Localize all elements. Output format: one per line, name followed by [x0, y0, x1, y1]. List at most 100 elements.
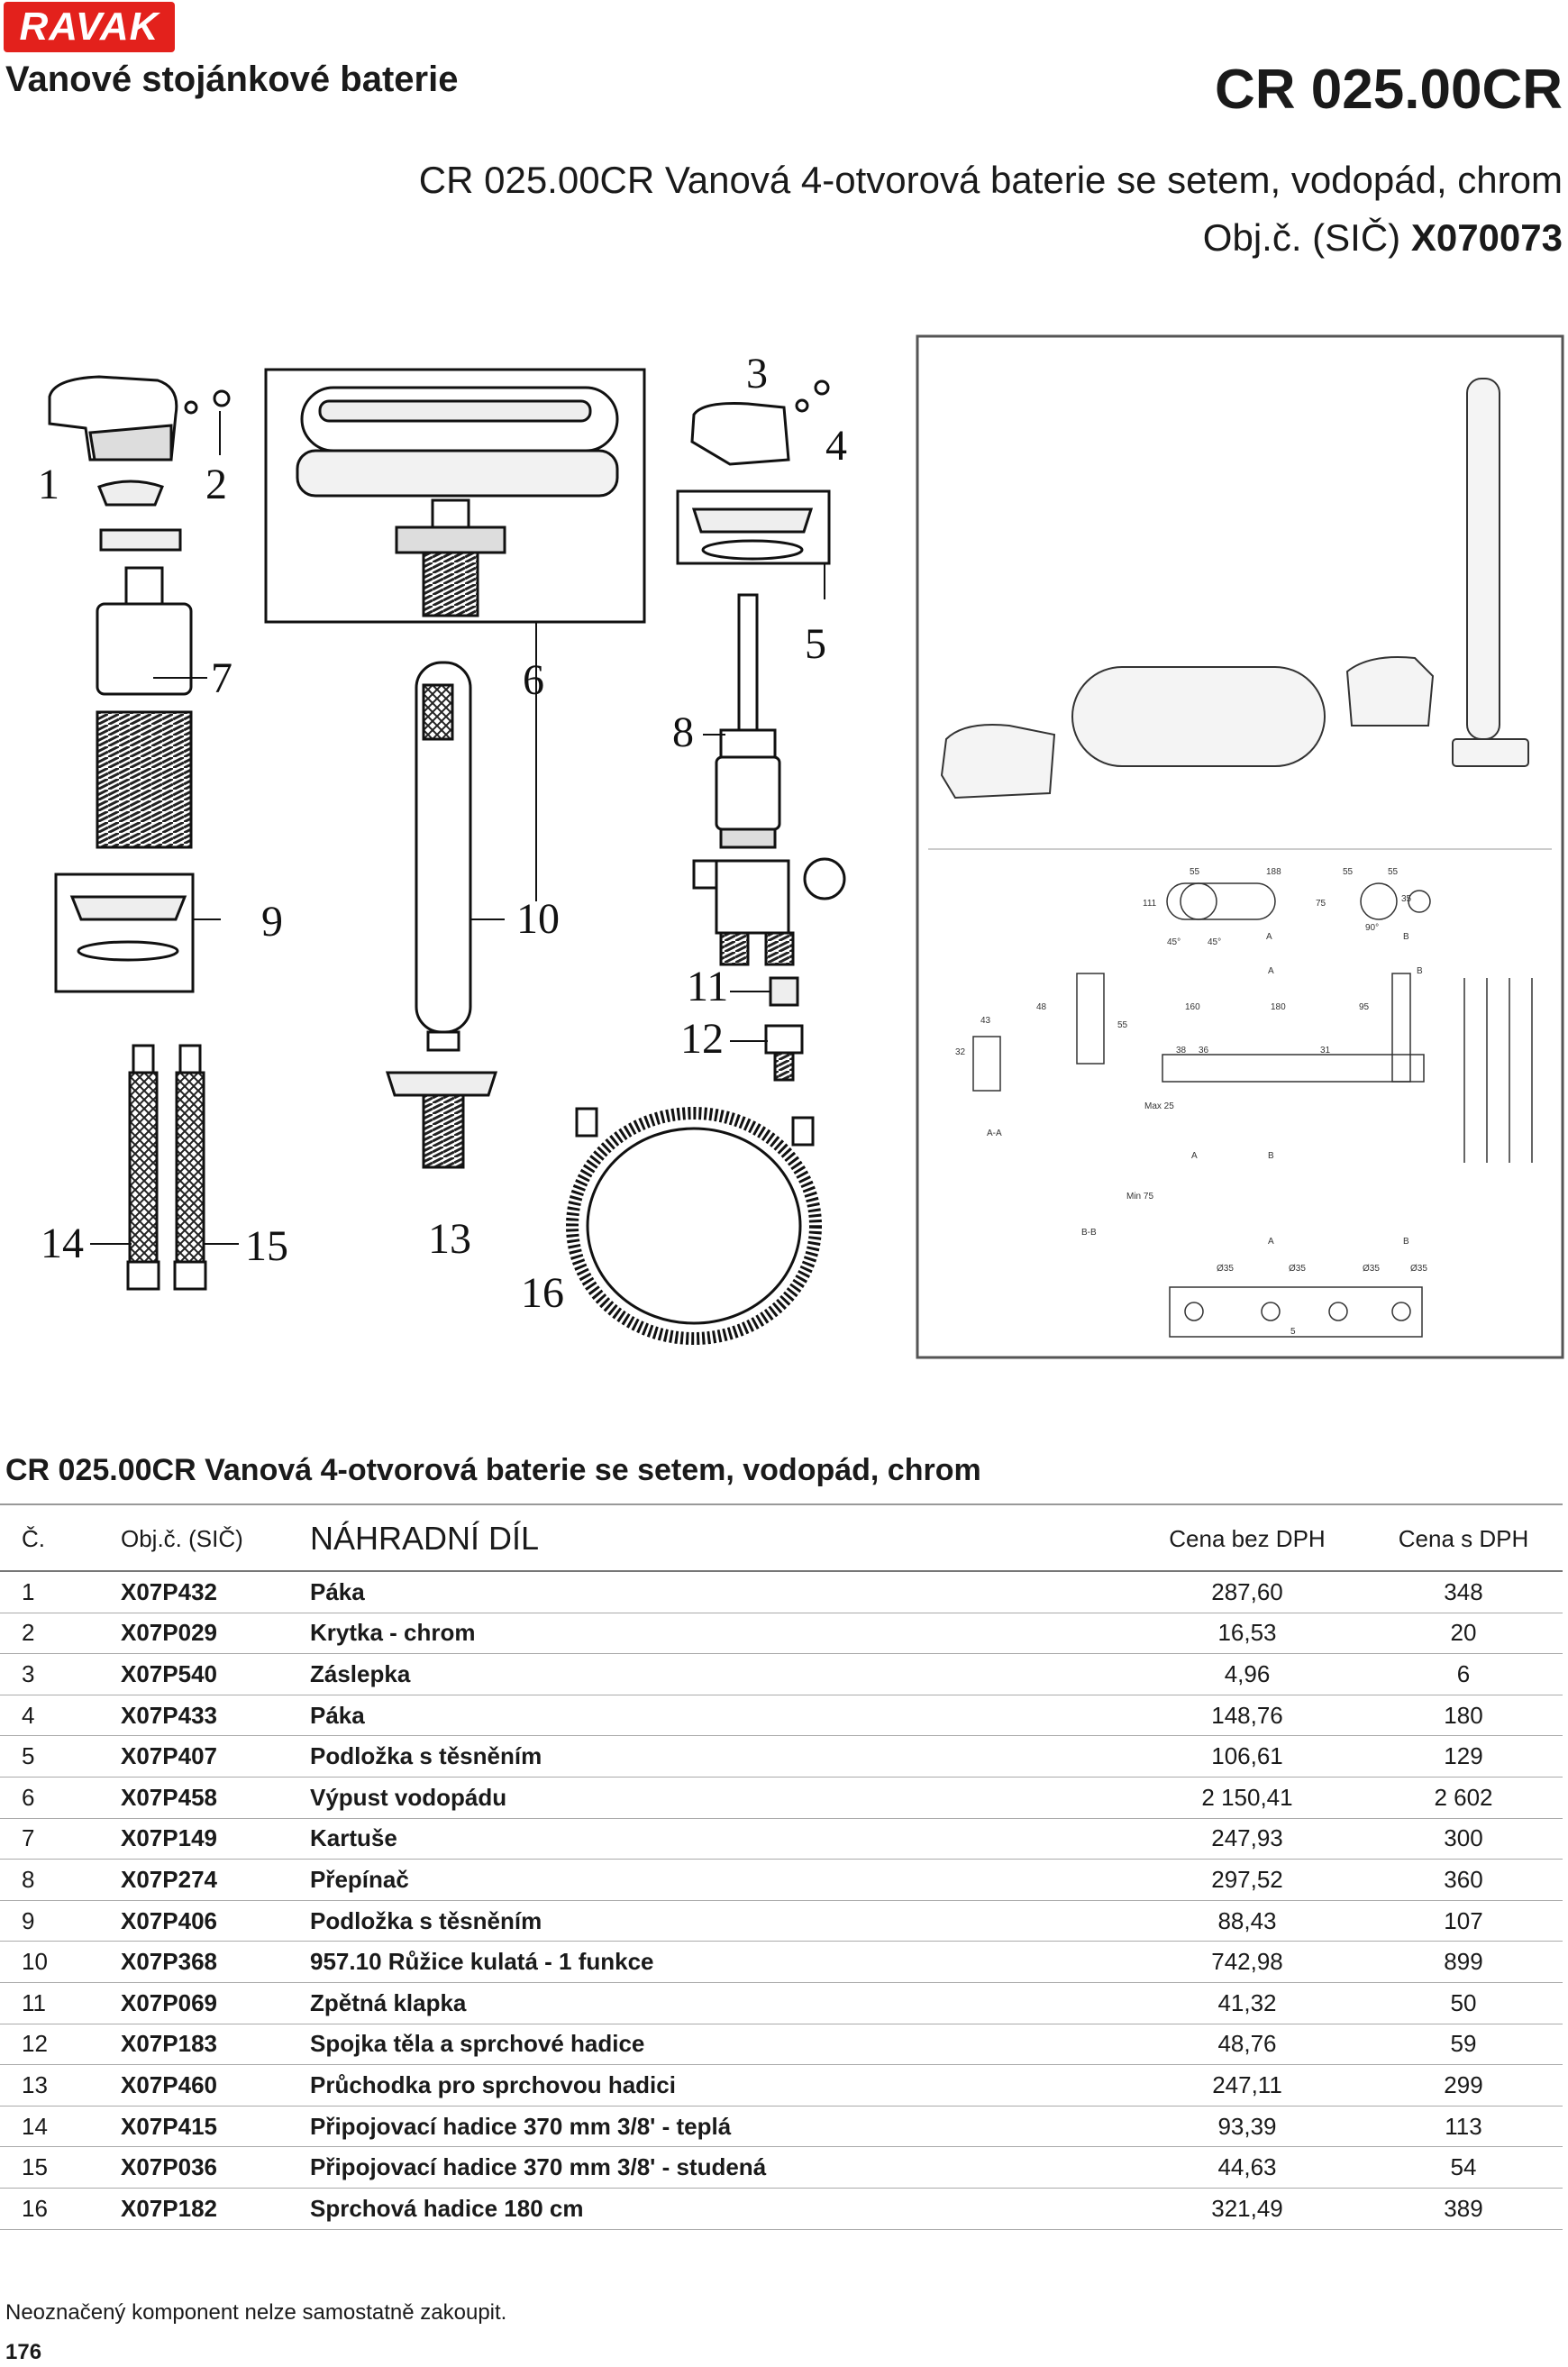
svg-text:A: A	[1268, 1237, 1274, 1247]
cell-part-name: Sprchová hadice 180 cm	[310, 2188, 1130, 2230]
cell-price-gross: 348	[1364, 1571, 1563, 1613]
svg-text:B: B	[1417, 966, 1423, 976]
svg-text:45°: 45°	[1167, 937, 1181, 947]
cell-part-name: Výpust vodopádu	[310, 1777, 1130, 1819]
svg-text:A-A: A-A	[987, 1129, 1002, 1138]
part-body-11-12	[692, 857, 846, 1082]
svg-text:B: B	[1268, 1151, 1274, 1161]
cell-price-gross: 299	[1364, 2064, 1563, 2107]
ravak-logo: RAVAK	[4, 2, 175, 52]
cell-part-name: Kartuše	[310, 1818, 1130, 1860]
cell-part-name: Podložka s těsněním	[310, 1735, 1130, 1778]
table-header-row: Č. Obj.č. (SIČ) NÁHRADNÍ DÍL Cena bez DP…	[0, 1507, 1563, 1572]
exploded-diagram: 1 2 3 4 5 6 7 8 9 10 11 12 13 14 15 16	[38, 334, 1564, 1359]
drawing-frame	[916, 334, 1564, 1359]
cell-price-net: 4,96	[1130, 1653, 1364, 1695]
cell-order-code: X07P182	[121, 2188, 310, 2230]
callout-11: 11	[687, 963, 728, 1010]
cell-order-code: X07P460	[121, 2064, 310, 2107]
cell-part-name: 957.10 Růžice kulatá - 1 funkce	[310, 1941, 1130, 1983]
cell-order-code: X07P458	[121, 1777, 310, 1819]
svg-text:Min 75: Min 75	[1126, 1192, 1153, 1202]
svg-text:45°: 45°	[1208, 937, 1221, 947]
cell-price-gross: 389	[1364, 2188, 1563, 2230]
product-description: CR 025.00CR Vanová 4-otvorová baterie se…	[418, 159, 1563, 201]
footnote: Neoznačený komponent nelze samostatně za…	[5, 2300, 507, 2325]
parts-table-title: CR 025.00CR Vanová 4-otvorová baterie se…	[5, 1453, 981, 1487]
cell-no: 10	[0, 1941, 121, 1983]
product-code: CR 025.00CR	[1215, 59, 1563, 121]
cell-order-code: X07P432	[121, 1571, 310, 1613]
technical-drawing	[972, 882, 1533, 1338]
svg-text:180: 180	[1271, 1002, 1286, 1012]
cell-price-net: 88,43	[1130, 1900, 1364, 1942]
order-number: X070073	[1410, 216, 1563, 259]
cell-no: 7	[0, 1818, 121, 1860]
svg-text:B: B	[1403, 1237, 1409, 1247]
header-part-name: NÁHRADNÍ DÍL	[310, 1507, 1130, 1572]
cell-no: 12	[0, 2024, 121, 2066]
svg-text:43: 43	[980, 1016, 991, 1026]
cell-part-name: Podložka s těsněním	[310, 1900, 1130, 1942]
svg-text:55: 55	[1117, 1020, 1128, 1030]
cell-price-net: 44,63	[1130, 2146, 1364, 2189]
page-number: 176	[5, 2340, 42, 2364]
cell-price-gross: 20	[1364, 1613, 1563, 1655]
part-lever-4	[690, 379, 830, 466]
svg-text:Ø35: Ø35	[1217, 1264, 1234, 1274]
cell-price-net: 247,11	[1130, 2064, 1364, 2107]
callout-7: 7	[211, 654, 232, 702]
part-pad-5	[691, 507, 814, 561]
part-waterfall-spout	[296, 386, 619, 617]
svg-text:36: 36	[1199, 1046, 1209, 1056]
callout-8: 8	[672, 708, 694, 756]
cell-price-net: 48,76	[1130, 2024, 1364, 2066]
svg-text:111: 111	[1143, 899, 1157, 909]
part-hose-guide-13	[385, 1071, 498, 1169]
svg-text:31: 31	[1320, 1046, 1331, 1056]
callout-12: 12	[680, 1015, 724, 1063]
svg-text:95: 95	[1359, 1002, 1370, 1012]
cell-order-code: X07P036	[121, 2146, 310, 2189]
svg-text:55: 55	[1388, 867, 1399, 877]
header-price-net: Cena bez DPH	[1130, 1507, 1364, 1572]
cell-part-name: Záslepka	[310, 1653, 1130, 1695]
cell-no: 13	[0, 2064, 121, 2107]
cell-price-gross: 59	[1364, 2024, 1563, 2066]
cell-no: 9	[0, 1900, 121, 1942]
cell-no: 1	[0, 1571, 121, 1613]
svg-text:Ø35: Ø35	[1363, 1264, 1380, 1274]
cell-order-code: X07P368	[121, 1941, 310, 1983]
cell-no: 16	[0, 2188, 121, 2230]
cell-price-net: 148,76	[1130, 1695, 1364, 1737]
cell-price-gross: 54	[1364, 2146, 1563, 2189]
cell-part-name: Páka	[310, 1695, 1130, 1737]
order-prefix: Obj.č. (SIČ)	[1202, 216, 1401, 259]
svg-text:75: 75	[1316, 899, 1326, 909]
part-diverter-8	[715, 593, 781, 849]
cell-part-name: Spojka těla a sprchové hadice	[310, 2024, 1130, 2066]
header-no: Č.	[0, 1507, 121, 1572]
svg-text:90°: 90°	[1365, 923, 1379, 933]
callout-13: 13	[428, 1215, 471, 1263]
header-price-gross: Cena s DPH	[1364, 1507, 1563, 1572]
cell-order-code: X07P433	[121, 1695, 310, 1737]
callout-labels: 1 2 3 4 5 6 7 8 9 10 11 12 13 14 15 16	[38, 350, 847, 1317]
cell-price-net: 321,49	[1130, 2188, 1364, 2230]
svg-text:55: 55	[1190, 867, 1200, 877]
cell-price-gross: 180	[1364, 1695, 1563, 1737]
svg-text:48: 48	[1036, 1002, 1047, 1012]
product-photo	[940, 378, 1529, 800]
cell-no: 4	[0, 1695, 121, 1737]
spare-parts-table: Č. Obj.č. (SIČ) NÁHRADNÍ DÍL Cena bez DP…	[0, 1507, 1563, 2230]
part-lever-1	[48, 375, 231, 849]
cell-part-name: Přepínač	[310, 1859, 1130, 1901]
cell-price-net: 247,93	[1130, 1818, 1364, 1860]
callout-2: 2	[205, 461, 227, 508]
